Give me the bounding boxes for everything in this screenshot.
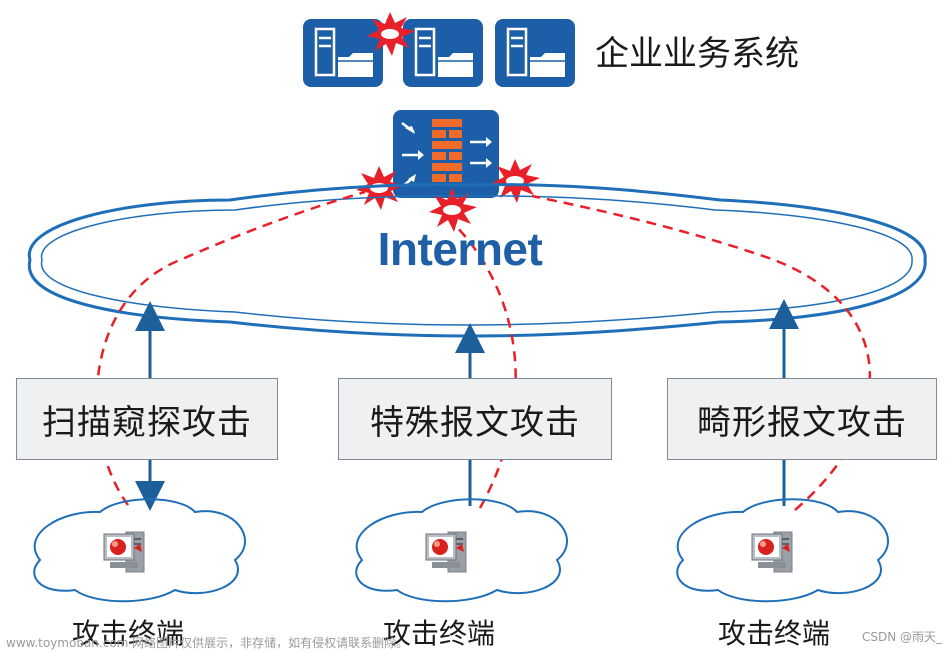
terminal-icon-left — [103, 531, 145, 573]
terminal-label-center: 攻击终端 — [383, 617, 496, 650]
server-icon-2 — [401, 17, 485, 89]
watermark-left: www.toymoban.com 网络图片仅供展示，非存储，如有侵权请联系删除。 — [6, 636, 409, 650]
terminal-cloud-right — [676, 498, 889, 603]
server-icon-3 — [493, 17, 577, 89]
enterprise-system-label: 企业业务系统 — [595, 34, 799, 74]
terminal-cloud-left — [33, 498, 246, 603]
terminal-label-right: 攻击终端 — [718, 617, 831, 650]
terminal-icon-center — [425, 531, 467, 573]
attack-box-malformed-packet: 畸形报文攻击 — [667, 378, 937, 460]
watermark-right: CSDN @雨天_ — [862, 630, 943, 644]
terminal-label-left: 攻击终端 — [72, 617, 185, 650]
terminal-icon-right — [751, 531, 793, 573]
terminal-cloud-center — [355, 498, 568, 603]
attack-box-scan: 扫描窥探攻击 — [16, 378, 278, 460]
server-icon-1 — [301, 17, 385, 89]
attack-box-special-packet: 特殊报文攻击 — [338, 378, 612, 460]
internet-label: Internet — [377, 223, 543, 275]
internet-cloud — [27, 183, 927, 338]
firewall-icon — [393, 110, 499, 198]
